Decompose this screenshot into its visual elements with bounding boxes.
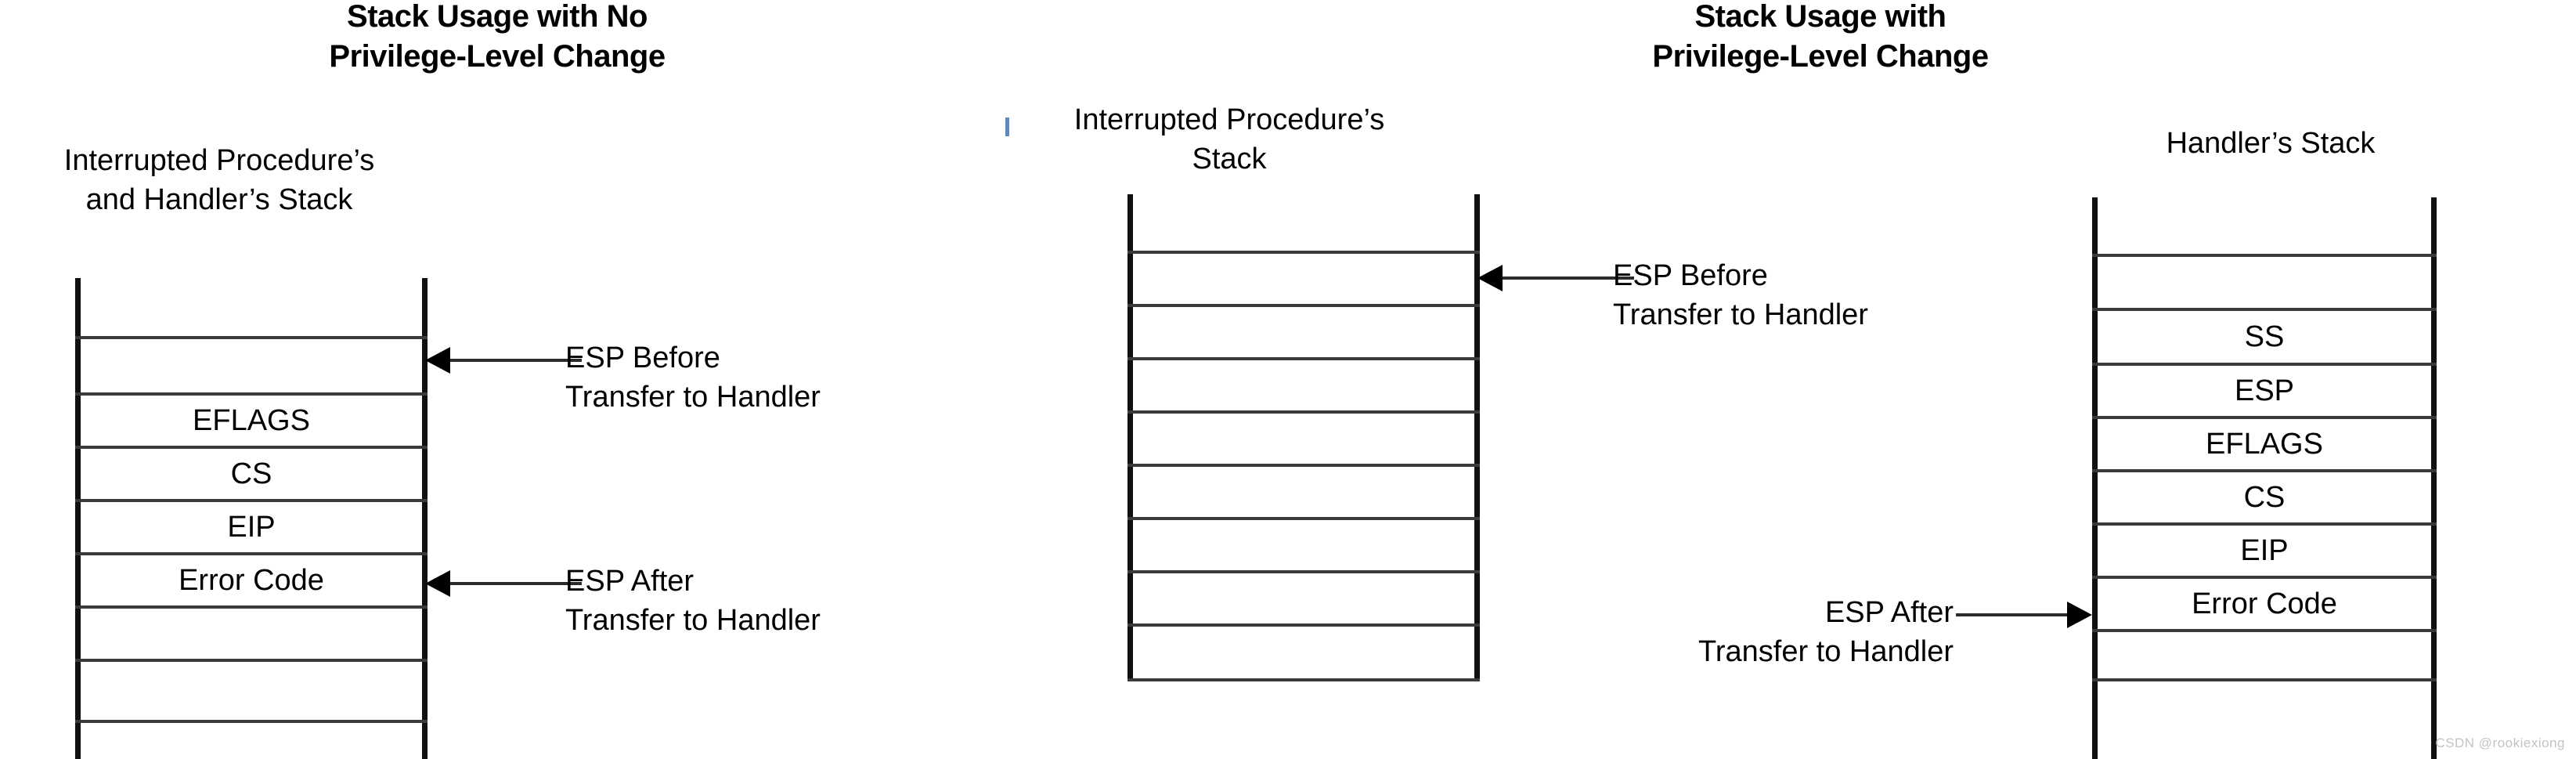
stack-cell: [2092, 678, 2437, 759]
stack-cell: [1127, 304, 1480, 357]
stack-left-rail: [75, 278, 81, 759]
stack-right-rail: [422, 278, 428, 759]
stack-right-rail: [2431, 197, 2437, 759]
stack-cell: [1127, 357, 1480, 410]
arrow-shaft: [1503, 276, 1634, 280]
stack-cell: [75, 336, 428, 392]
stack-cell: [1127, 464, 1480, 517]
stack-cell: Error Code: [75, 552, 428, 605]
stray-mark-artifact: [1005, 117, 1009, 136]
stack-cell: SS: [2092, 308, 2437, 363]
stack-cell: [1127, 517, 1480, 570]
left-stack-label: Interrupted Procedure’s and Handler’s St…: [63, 144, 375, 217]
stack-cell: CS: [2092, 469, 2437, 522]
arrow-head-left-icon: [425, 570, 450, 597]
stack-cell: [2092, 254, 2437, 308]
left-esp-before-label: ESP Before Transfer to Handler: [565, 342, 821, 414]
right-esp-after-label: ESP After Transfer to Handler: [1698, 596, 1954, 669]
stack-cell: EFLAGS: [2092, 416, 2437, 469]
left-esp-after-arrow: [425, 568, 582, 599]
stack-cell: [75, 605, 428, 659]
stack-cell: Error Code: [2092, 576, 2437, 629]
stack-left-rail: [2092, 197, 2098, 759]
right-stack-box: SS ESP EFLAGS CS EIP Error Code: [2092, 197, 2437, 759]
stack-cell: ESP: [2092, 363, 2437, 416]
stack-cell: [1127, 410, 1480, 464]
middle-esp-before-arrow: [1477, 262, 1634, 294]
watermark: CSDN @rookiexiong: [2435, 736, 2565, 750]
arrow-head-left-icon: [1477, 265, 1503, 291]
arrow-shaft: [1956, 613, 2067, 616]
stack-cell: [1127, 194, 1480, 251]
stack-cell: [75, 720, 428, 759]
stack-cell: [75, 278, 428, 336]
stack-cell: [1127, 623, 1480, 681]
left-stack-box: EFLAGS CS EIP Error Code: [75, 278, 428, 759]
stack-cell: [75, 659, 428, 720]
arrow-head-left-icon: [425, 347, 450, 374]
left-esp-before-arrow: [425, 345, 582, 376]
stack-cell: [1127, 251, 1480, 304]
stack-cell: [2092, 197, 2437, 254]
arrow-shaft: [450, 359, 582, 362]
stack-cell: CS: [75, 446, 428, 499]
right-diagram-title: Stack Usage with Privilege-Level Change: [1652, 0, 1989, 74]
stack-left-rail: [1127, 194, 1133, 681]
arrow-head-right-icon: [2067, 602, 2092, 628]
middle-esp-before-label: ESP Before Transfer to Handler: [1613, 259, 1868, 332]
stack-right-rail: [1474, 194, 1480, 681]
left-diagram-title: Stack Usage with No Privilege-Level Chan…: [329, 0, 666, 74]
stack-cell: EIP: [2092, 522, 2437, 576]
middle-stack-box: [1127, 194, 1480, 681]
right-stack-label: Handler’s Stack: [2166, 127, 2376, 160]
stack-cell: [1127, 570, 1480, 623]
stack-cell: EFLAGS: [75, 392, 428, 446]
stack-cell: [2092, 629, 2437, 678]
middle-stack-label: Interrupted Procedure’s Stack: [1073, 103, 1385, 176]
right-esp-after-arrow: [1956, 599, 2092, 631]
stack-cell: EIP: [75, 499, 428, 552]
left-esp-after-label: ESP After Transfer to Handler: [565, 565, 821, 638]
arrow-shaft: [450, 582, 582, 585]
